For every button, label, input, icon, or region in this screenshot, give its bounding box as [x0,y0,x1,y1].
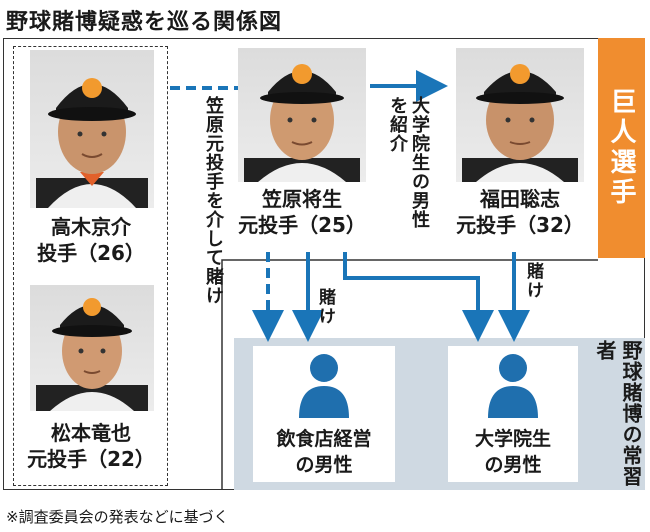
introduce-label: 大学院生の男性を紹介 [387,96,430,229]
player-role: 元投手（22） [27,447,155,471]
player-name: 松本竜也 [51,421,131,445]
player-name-kasahara: 笠原将生 元投手（25） [228,186,376,238]
player-photo-matsumoto [30,285,154,411]
via-kasahara-label: 笠原元投手を介して賭け [203,96,224,305]
person-card-restaurant-owner: 飲食店経営 の男性 [253,346,395,482]
person-line1: 大学院生 [474,428,551,450]
person-line2: の男性 [295,454,353,476]
player-name-takagi: 高木京介 投手（26） [18,214,164,266]
habitual-gambler-label: 野球賭博の常習者 [593,340,643,487]
player-name-fukuda: 福田聡志 元投手（32） [446,186,594,238]
person-icon [299,354,349,418]
player-photo-kasahara [238,48,366,182]
player-photo-takagi [30,50,154,208]
person-line1: 飲食店経営 [276,428,372,450]
player-name: 笠原将生 [262,187,342,211]
player-role: 投手（26） [37,241,145,265]
player-role: 元投手（25） [238,213,366,237]
player-name: 高木京介 [51,215,131,239]
giants-player-label: 巨人選手 [606,88,636,208]
arrow-kasahara-to-grad-student [343,252,494,342]
person-icon [488,354,538,418]
dashed-player-group [13,46,168,486]
player-photo-fukuda [456,48,584,182]
bet-label-kasahara: 賭け [315,288,335,326]
footnote: ※調査委員会の発表などに基づく [6,508,229,526]
diagram-title: 野球賭博疑惑を巡る関係図 [6,10,283,35]
bet-label-fukuda: 賭け [523,262,543,300]
person-line2: の男性 [484,454,542,476]
giants-player-band [598,38,645,258]
player-name-matsumoto: 松本竜也 元投手（22） [18,420,164,472]
player-name: 福田聡志 [480,187,560,211]
player-role: 元投手（32） [456,213,584,237]
lower-frame-line [221,259,598,490]
person-card-grad-student: 大学院生 の男性 [448,346,578,482]
